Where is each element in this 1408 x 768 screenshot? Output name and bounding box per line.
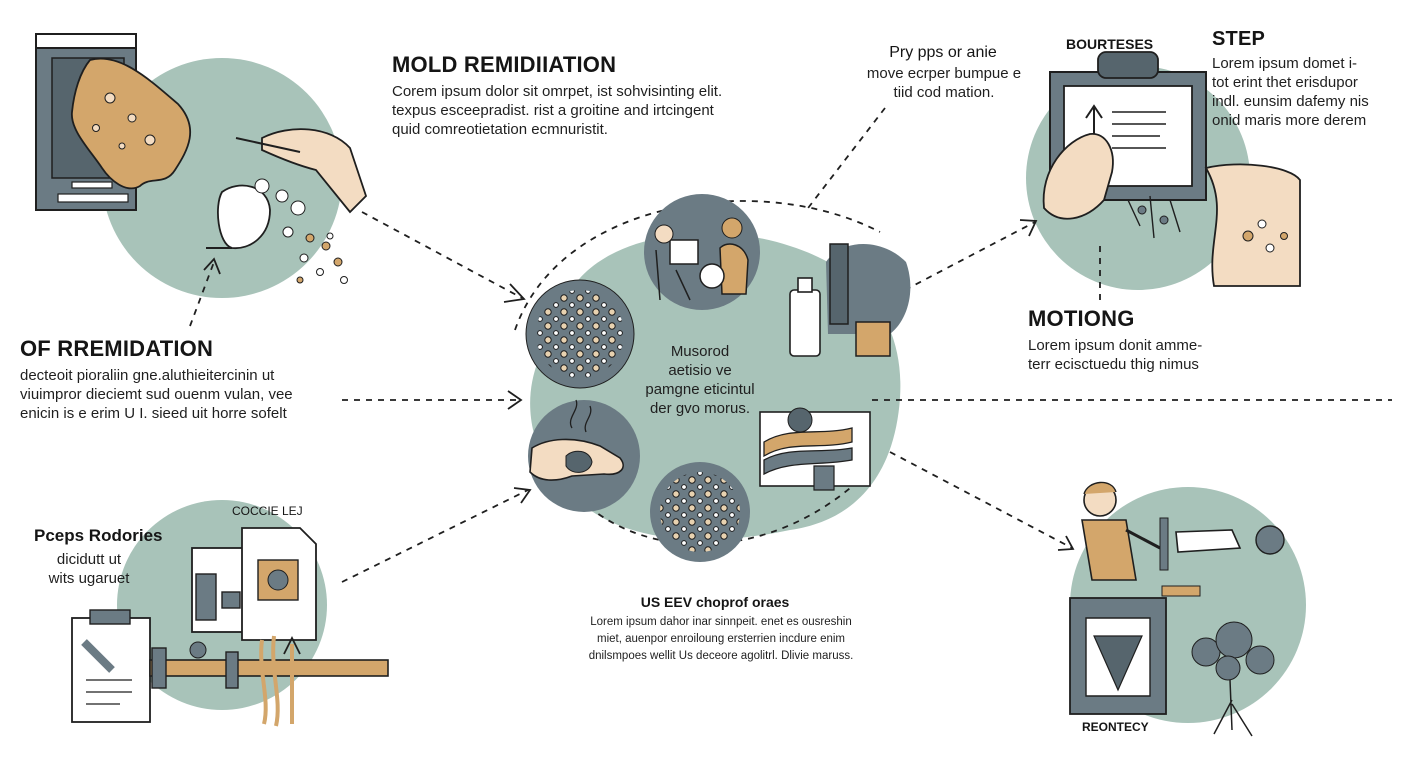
top-note-heading: Pry pps or anie bbox=[889, 44, 997, 61]
motiong-heading: MOTIONG bbox=[1028, 306, 1135, 331]
mold-wall-icon bbox=[35, 33, 192, 211]
title-heading: MOLD REMIDIIATION bbox=[392, 52, 617, 77]
title-text: Corem ipsum dolor sit omrpet, ist sohvis… bbox=[392, 83, 723, 138]
bottom-left-text: dicidutt ut wits ugaruet bbox=[48, 551, 130, 587]
bourteses-label: BOURTESES bbox=[1066, 36, 1154, 52]
spray-hand-icon bbox=[206, 128, 368, 249]
arrow-heads bbox=[203, 219, 1075, 551]
arrow-topleft-to-center bbox=[361, 211, 523, 299]
document-label: COCCIE LEJ bbox=[232, 504, 303, 518]
mold-layers-icon bbox=[759, 407, 871, 491]
bottom-left-heading: Pceps Rodories bbox=[34, 526, 163, 545]
step-text: Lorem ipsum domet i- tot erint thet eris… bbox=[1212, 55, 1369, 129]
bottle-icon bbox=[789, 243, 911, 357]
arrow-note-to-center bbox=[804, 107, 886, 213]
clipboard-hand-icon bbox=[1042, 51, 1301, 287]
arrow-center-to-bottomright bbox=[889, 451, 1073, 549]
arrow-center-to-topright bbox=[904, 221, 1036, 291]
remediation-heading: OF RREMIDATION bbox=[20, 336, 214, 361]
top-note-text: move ecrper bumpue e tiid cod mation. bbox=[866, 65, 1022, 101]
center-text: Musorod aetisio ve pamgne eticintul der … bbox=[645, 343, 755, 417]
remediation-text: decteoit pioraliin gne.aluthieitercinin … bbox=[20, 367, 293, 422]
motiong-text: Lorem ipsum donit amme- terr ecisctuedu … bbox=[1028, 337, 1203, 373]
pipe-icon bbox=[149, 635, 389, 727]
step-heading: STEP bbox=[1212, 28, 1266, 50]
center-cluster bbox=[525, 194, 911, 562]
document-stack-icon bbox=[71, 527, 317, 723]
arrow-bottomleft-to-center bbox=[341, 489, 529, 583]
bottom-center-heading: US EEV choprof oraes bbox=[640, 594, 790, 610]
bottom-center-text: Lorem ipsum dahor inar sinnpeit. enet es… bbox=[588, 616, 854, 662]
mold-spores-icon bbox=[254, 178, 348, 284]
tree-icon bbox=[1069, 597, 1275, 737]
worker-icon bbox=[1081, 481, 1285, 597]
reontecy-label: REONTECY bbox=[1082, 720, 1149, 734]
gloved-hand-icon bbox=[528, 399, 640, 512]
